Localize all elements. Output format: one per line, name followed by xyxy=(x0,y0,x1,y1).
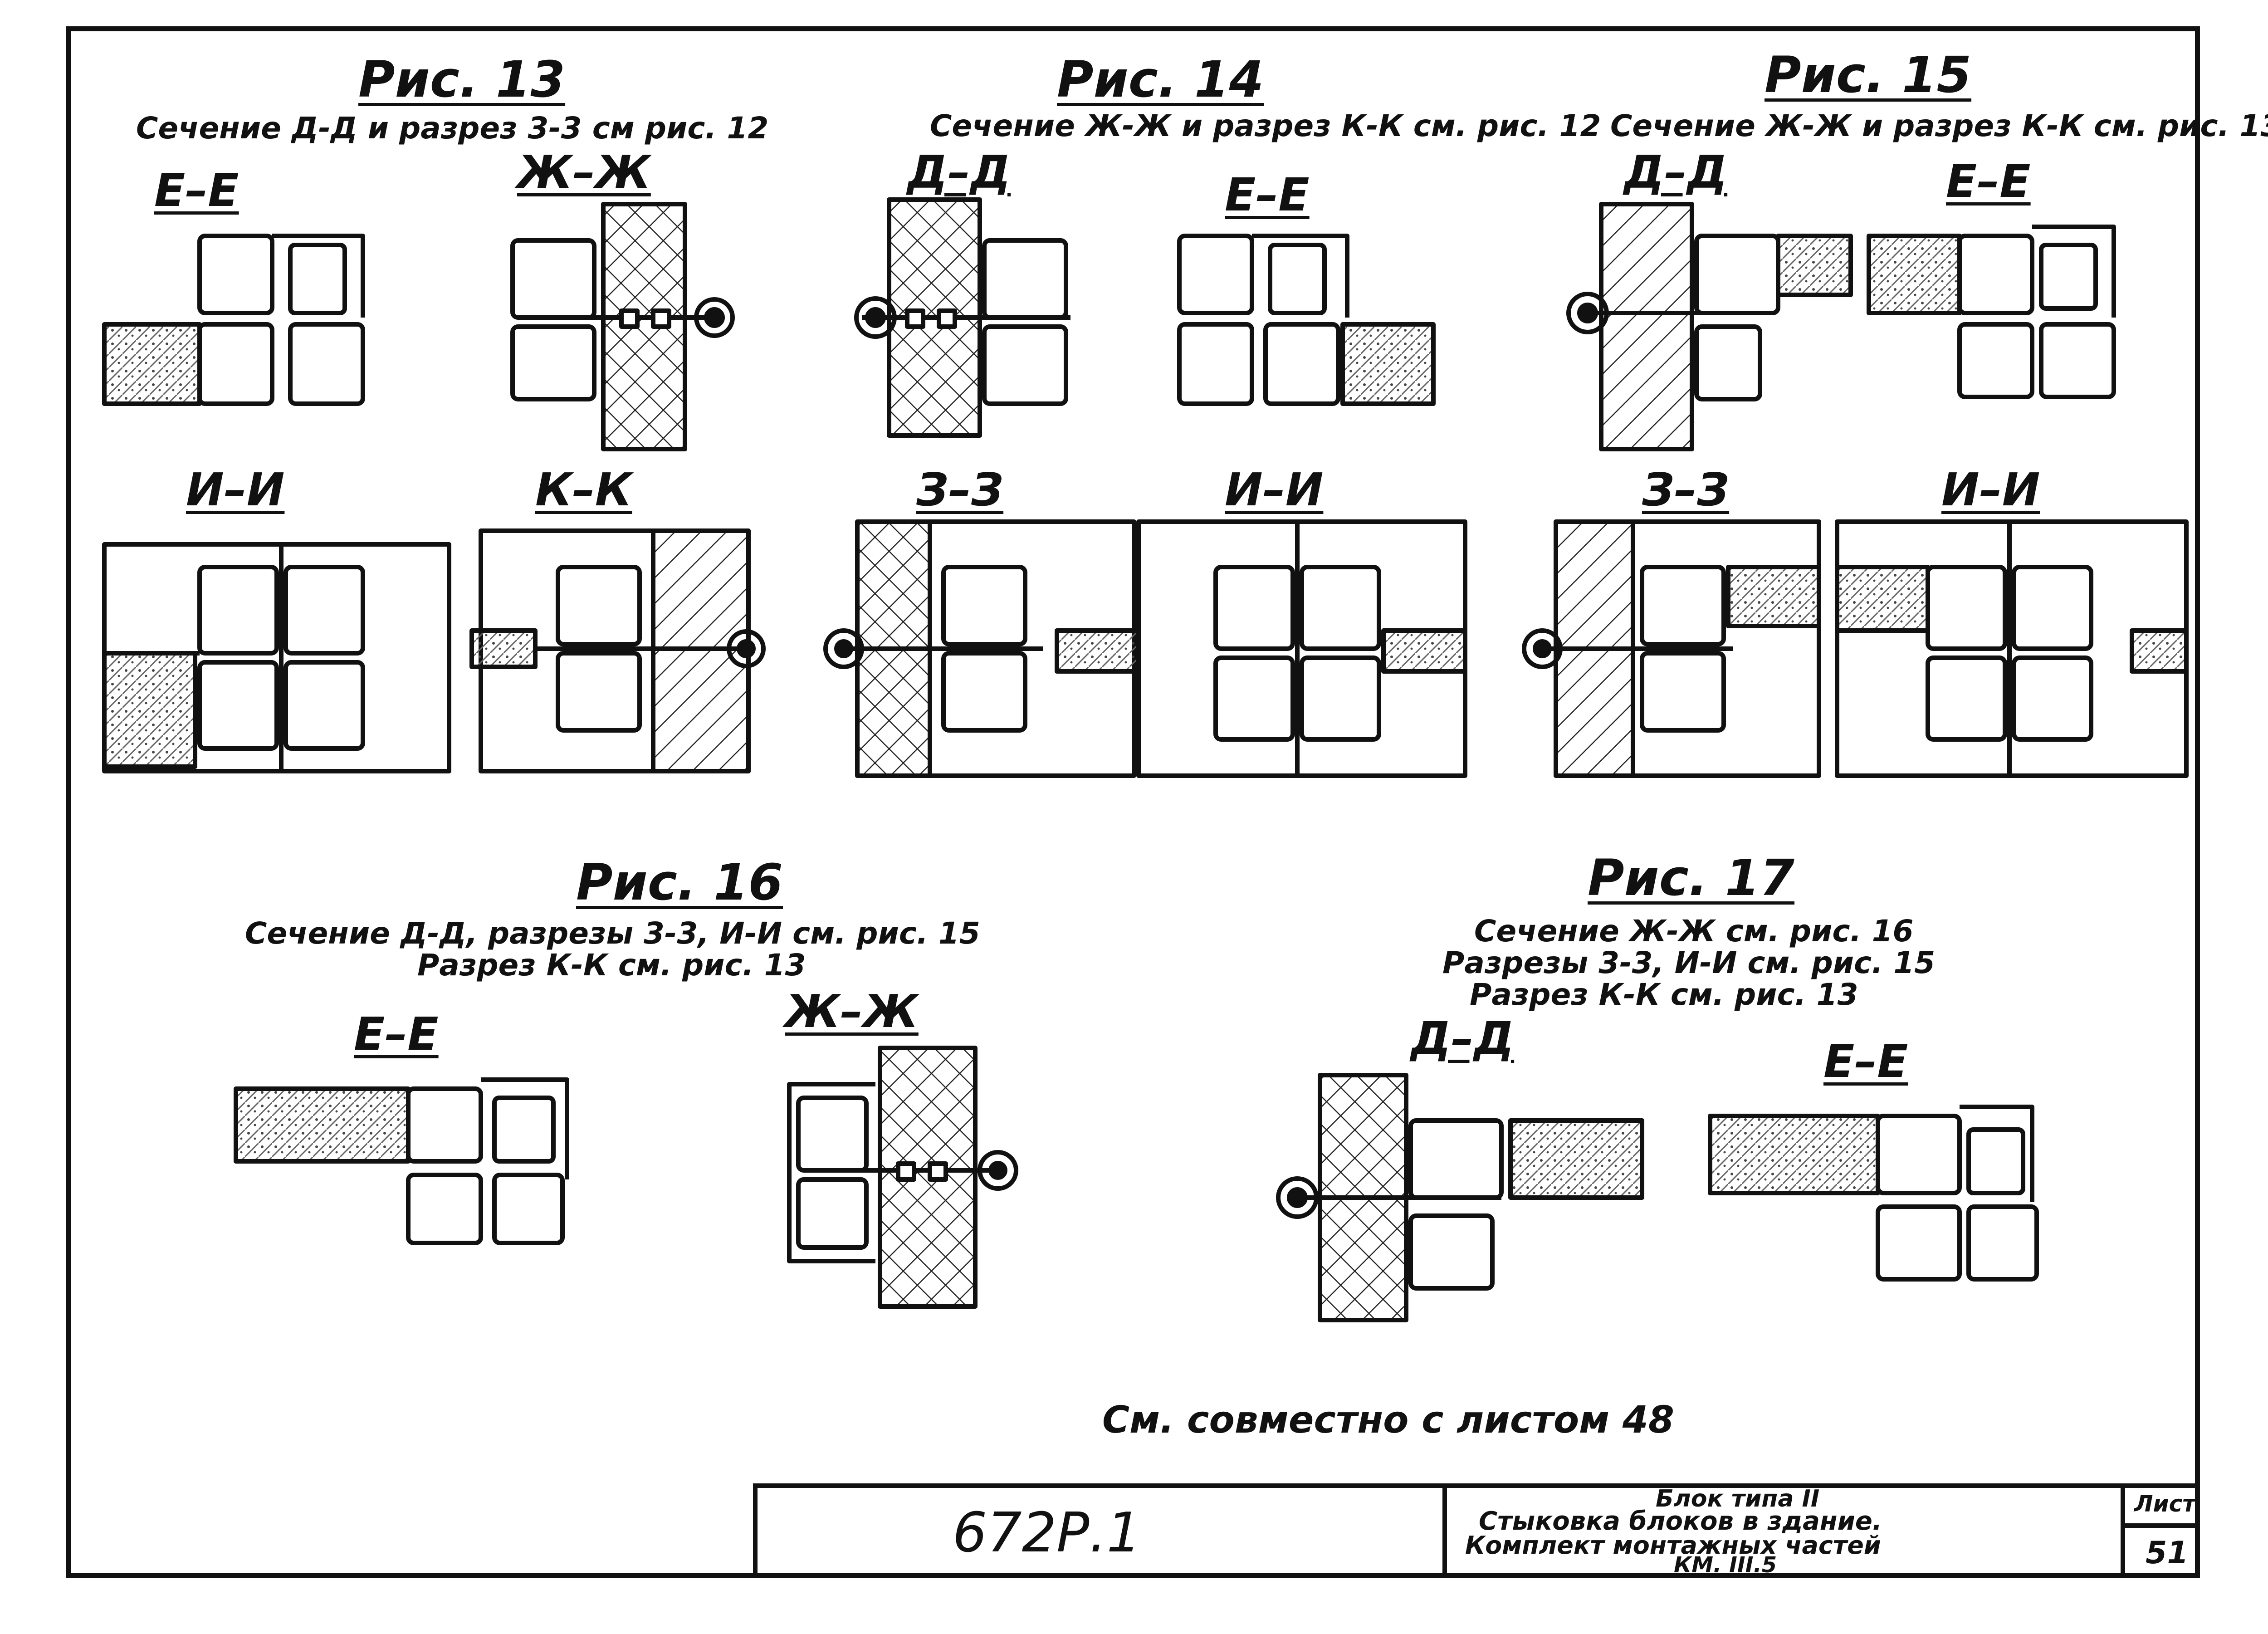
fig-14-section-zz-label: З–З xyxy=(916,463,1004,516)
fig-13-title: Рис. 13 xyxy=(358,50,566,108)
fig-16-title: Рис. 16 xyxy=(576,853,783,911)
fig-14-dd-drawing xyxy=(854,197,1070,438)
title-line-2: Стыковка блоков в здание. xyxy=(1479,1507,1882,1536)
fig-13-section-kk-label: К–К xyxy=(535,463,632,516)
fig-17-dd-drawing xyxy=(1276,1073,1644,1322)
fig-15-title: Рис. 15 xyxy=(1765,46,1972,104)
see-together-note: См. совместно с листом 48 xyxy=(1102,1399,1674,1442)
title-block-divider-2 xyxy=(2121,1483,2125,1578)
title-line-1: Блок типа II xyxy=(1656,1485,1820,1512)
fig-17-section-dd-label: Д–Д xyxy=(1411,1012,1515,1065)
fig-14-section-ii-label: И–И xyxy=(1225,463,1324,516)
fig-13-section-ee-label: Е–Е xyxy=(154,164,239,217)
fig-13-kk-drawing xyxy=(469,528,766,773)
title-block-divider-1 xyxy=(1442,1483,1447,1578)
fig-14-title: Рис. 14 xyxy=(1057,50,1264,108)
fig-13-section-ii-label: И–И xyxy=(186,463,285,516)
drawing-code: 672Р.1 xyxy=(953,1502,1141,1565)
fig-15-section-zz-label: З–З xyxy=(1642,463,1730,516)
fig-15-dd-drawing xyxy=(1566,202,1853,451)
title-block: 672Р.1 Блок типа II Стыковка блоков в зд… xyxy=(753,1483,2200,1578)
fig-15-section-ii-label: И–И xyxy=(1941,463,2040,516)
fig-16-subtitle-1: Сечение Д-Д, разрезы 3-3, И-И см. рис. 1… xyxy=(245,916,980,951)
title-block-divider-3 xyxy=(2121,1523,2200,1528)
fig-17-ee-drawing xyxy=(1708,1105,2039,1282)
title-line-3: Комплект монтажных частей xyxy=(1465,1531,1881,1560)
fig-14-ee-drawing xyxy=(1177,234,1436,406)
fig-13-subtitle: Сечение Д-Д и разрез 3-3 см рис. 12 xyxy=(136,111,769,146)
fig-14-zz-drawing xyxy=(823,519,1136,778)
fig-16-subtitle-2: Разрез К-К см. рис. 13 xyxy=(417,948,806,983)
fig-14-subtitle: Сечение Ж-Ж и разрез К-К см. рис. 12 xyxy=(930,108,1601,143)
fig-13-ii-drawing xyxy=(102,542,451,773)
fig-16-ee-drawing xyxy=(234,1077,569,1245)
fig-15-section-ee-label: Е–Е xyxy=(1946,155,2031,208)
fig-17-subtitle-2: Разрезы 3-3, И-И см. рис. 15 xyxy=(1442,945,1936,980)
fig-13-section-zhzh-label: Ж–Ж xyxy=(517,146,651,199)
fig-15-ii-drawing xyxy=(1835,519,2189,778)
fig-16-zhzh-drawing xyxy=(787,1046,1018,1309)
fig-15-ee-drawing xyxy=(1867,225,2116,399)
fig-15-subtitle: Сечение Ж-Ж и разрез К-К см. рис. 13 xyxy=(1610,108,2268,143)
title-line-4: КМ. III.5 xyxy=(1674,1552,1777,1578)
fig-14-section-dd-label: Д–Д xyxy=(907,146,1011,199)
fig-15-zz-drawing xyxy=(1522,519,1821,778)
fig-15-section-dd-label: Д–Д xyxy=(1624,146,1728,199)
fig-17-subtitle-1: Сечение Ж-Ж см. рис. 16 xyxy=(1474,914,1914,949)
fig-17-title: Рис. 17 xyxy=(1588,849,1795,907)
fig-14-section-ee-label: Е–Е xyxy=(1225,168,1310,221)
sheet-number: 51 xyxy=(2146,1535,2189,1571)
fig-17-subtitle-3: Разрез К-К см. рис. 13 xyxy=(1470,977,1858,1012)
fig-13-zhzh-drawing xyxy=(510,202,735,451)
fig-16-section-ee-label: Е–Е xyxy=(354,1008,439,1061)
fig-17-section-ee-label: Е–Е xyxy=(1823,1035,1908,1088)
fig-14-ii-drawing xyxy=(1055,519,1467,778)
sheet-label: Лист xyxy=(2134,1491,2196,1517)
fig-13-ee-drawing xyxy=(102,234,365,406)
fig-16-section-zhzh-label: Ж–Ж xyxy=(785,985,919,1038)
